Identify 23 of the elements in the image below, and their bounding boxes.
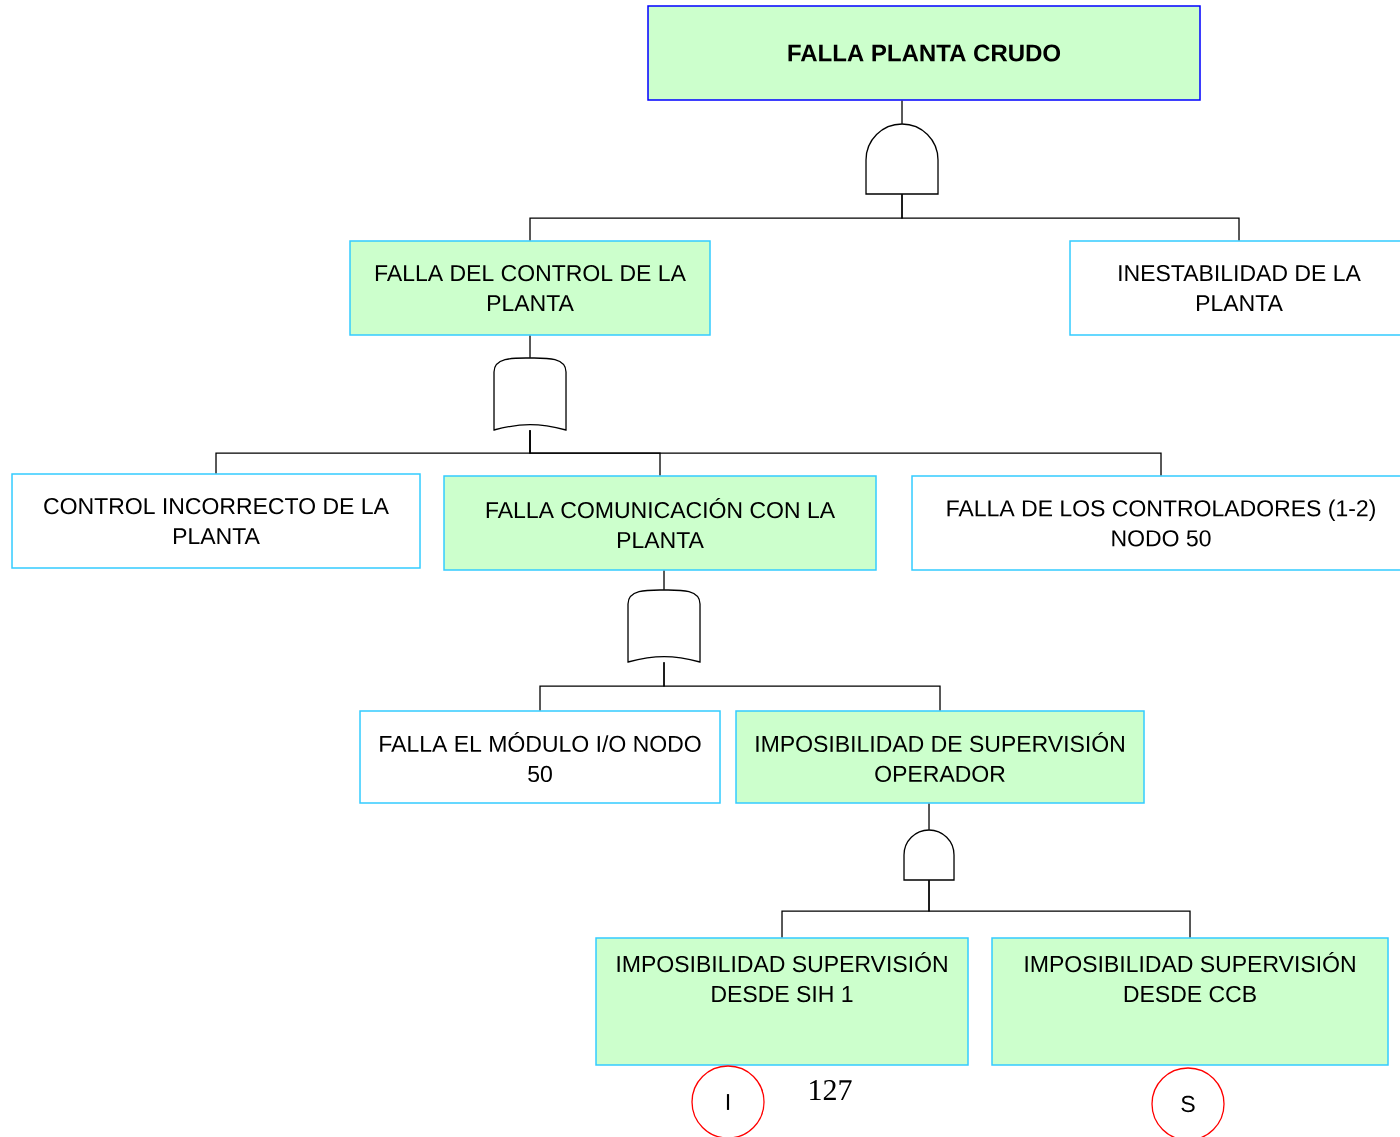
event-box: FALLA PLANTA CRUDO: [647, 5, 1201, 101]
and-gate: [865, 123, 939, 195]
event-box: CONTROL INCORRECTO DE LA PLANTA: [11, 473, 421, 569]
event-box: IMPOSIBILIDAD SUPERVISIÓN DESDE CCB: [991, 937, 1389, 1066]
event-box: FALLA COMUNICACIÓN CON LA PLANTA: [443, 475, 877, 571]
connector-line: [663, 570, 665, 591]
event-box: IMPOSIBILIDAD SUPERVISIÓN DESDE SIH 1: [595, 937, 969, 1066]
or-gate: [627, 589, 701, 663]
connector-line: [901, 100, 903, 125]
connector-line: [928, 803, 930, 831]
connector-line: [529, 335, 531, 359]
connector-line: [928, 879, 1191, 938]
connector-line: [901, 193, 1240, 241]
event-box: FALLA EL MÓDULO I/O NODO 50: [359, 710, 721, 804]
event-box: FALLA DEL CONTROL DE LA PLANTA: [349, 240, 711, 336]
or-gate: [493, 357, 567, 431]
and-gate: [903, 829, 955, 881]
event-box: FALLA DE LOS CONTROLADORES (1-2) NODO 50: [911, 475, 1400, 571]
event-box: IMPOSIBILIDAD DE SUPERVISIÓN OPERADOR: [735, 710, 1145, 804]
page-number: 127: [810, 1080, 852, 1100]
connector-line: [663, 661, 941, 711]
connector-line: [529, 429, 1162, 476]
event-box: INESTABILIDAD DE LA PLANTA: [1069, 240, 1400, 336]
